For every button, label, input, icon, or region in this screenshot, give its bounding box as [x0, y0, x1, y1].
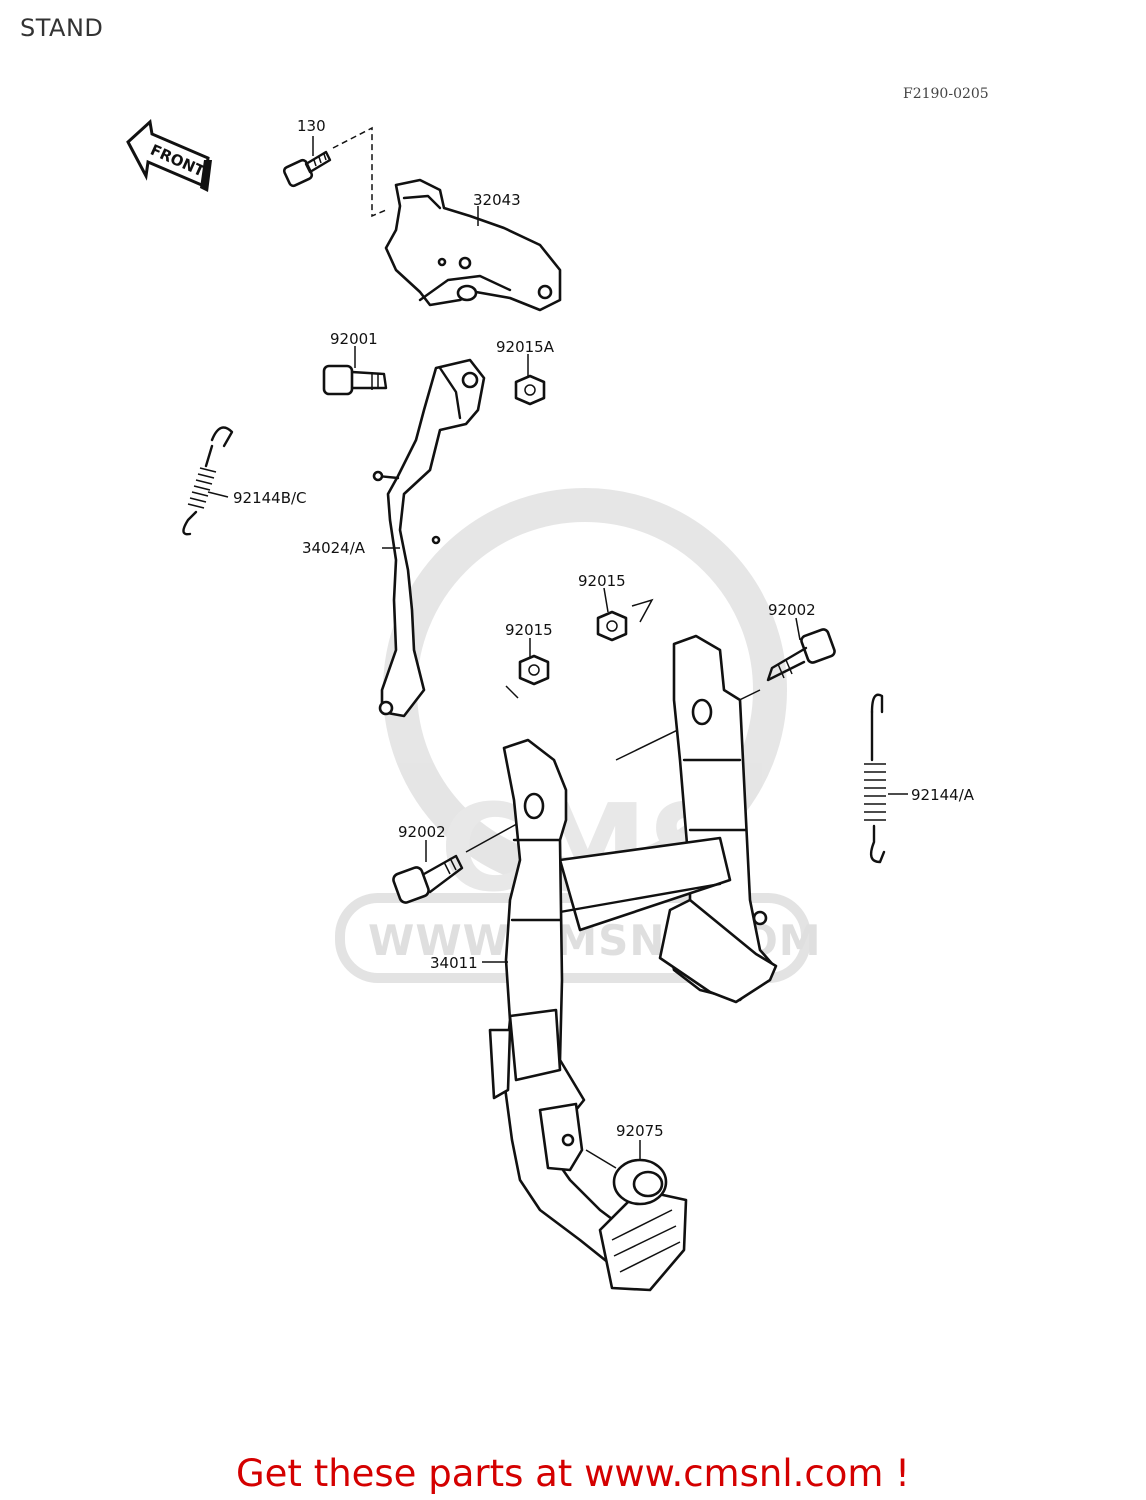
- nut-92015-lower-drawing: [505, 654, 550, 699]
- spring-92144bc-drawing: [182, 426, 234, 536]
- part-label: 34024/A: [302, 539, 366, 557]
- part-label: 92002: [768, 601, 816, 619]
- part-label: 92015: [505, 621, 553, 639]
- part-label: 92144B/C: [233, 489, 307, 507]
- front-arrow-shadow: [200, 160, 212, 192]
- bolt-92002-lower-drawing: [392, 819, 525, 904]
- part-label: 34011: [430, 954, 478, 972]
- side-stand-34024-drawing: [372, 358, 486, 718]
- promo-link[interactable]: Get these parts at www.cmsnl.com !: [235, 1452, 910, 1495]
- part-label: 92015: [578, 572, 626, 590]
- main-stand-34011-drawing: [488, 634, 778, 1292]
- bolt-130-drawing: [282, 126, 387, 218]
- page-title: STAND: [20, 14, 104, 42]
- rubber-92075-drawing: [585, 1149, 668, 1206]
- part-label: 92002: [398, 823, 446, 841]
- bracket-32043-drawing: [384, 178, 562, 312]
- parts-diagram: CMS WWW.CMSNL.COM FRONT: [126, 117, 975, 1292]
- bolt-92001-drawing: [322, 364, 388, 396]
- part-label: 92015A: [496, 338, 555, 356]
- part-label: 92001: [330, 330, 378, 348]
- nut-92015-upper-drawing: [596, 598, 654, 642]
- front-arrow: FRONT: [126, 119, 212, 192]
- part-label: 92075: [616, 1122, 664, 1140]
- part-label: 92144/A: [911, 786, 975, 804]
- part-label: 130: [297, 117, 326, 135]
- leader-lines: [207, 136, 908, 1160]
- spring-92144a-drawing: [864, 693, 886, 864]
- part-labels: 130 32043 92001 92015A 92144B/C 34024/A …: [233, 117, 975, 1140]
- part-label: 32043: [473, 191, 521, 209]
- diagram-code: F2190-0205: [903, 86, 989, 102]
- nut-92015a-drawing: [514, 374, 546, 406]
